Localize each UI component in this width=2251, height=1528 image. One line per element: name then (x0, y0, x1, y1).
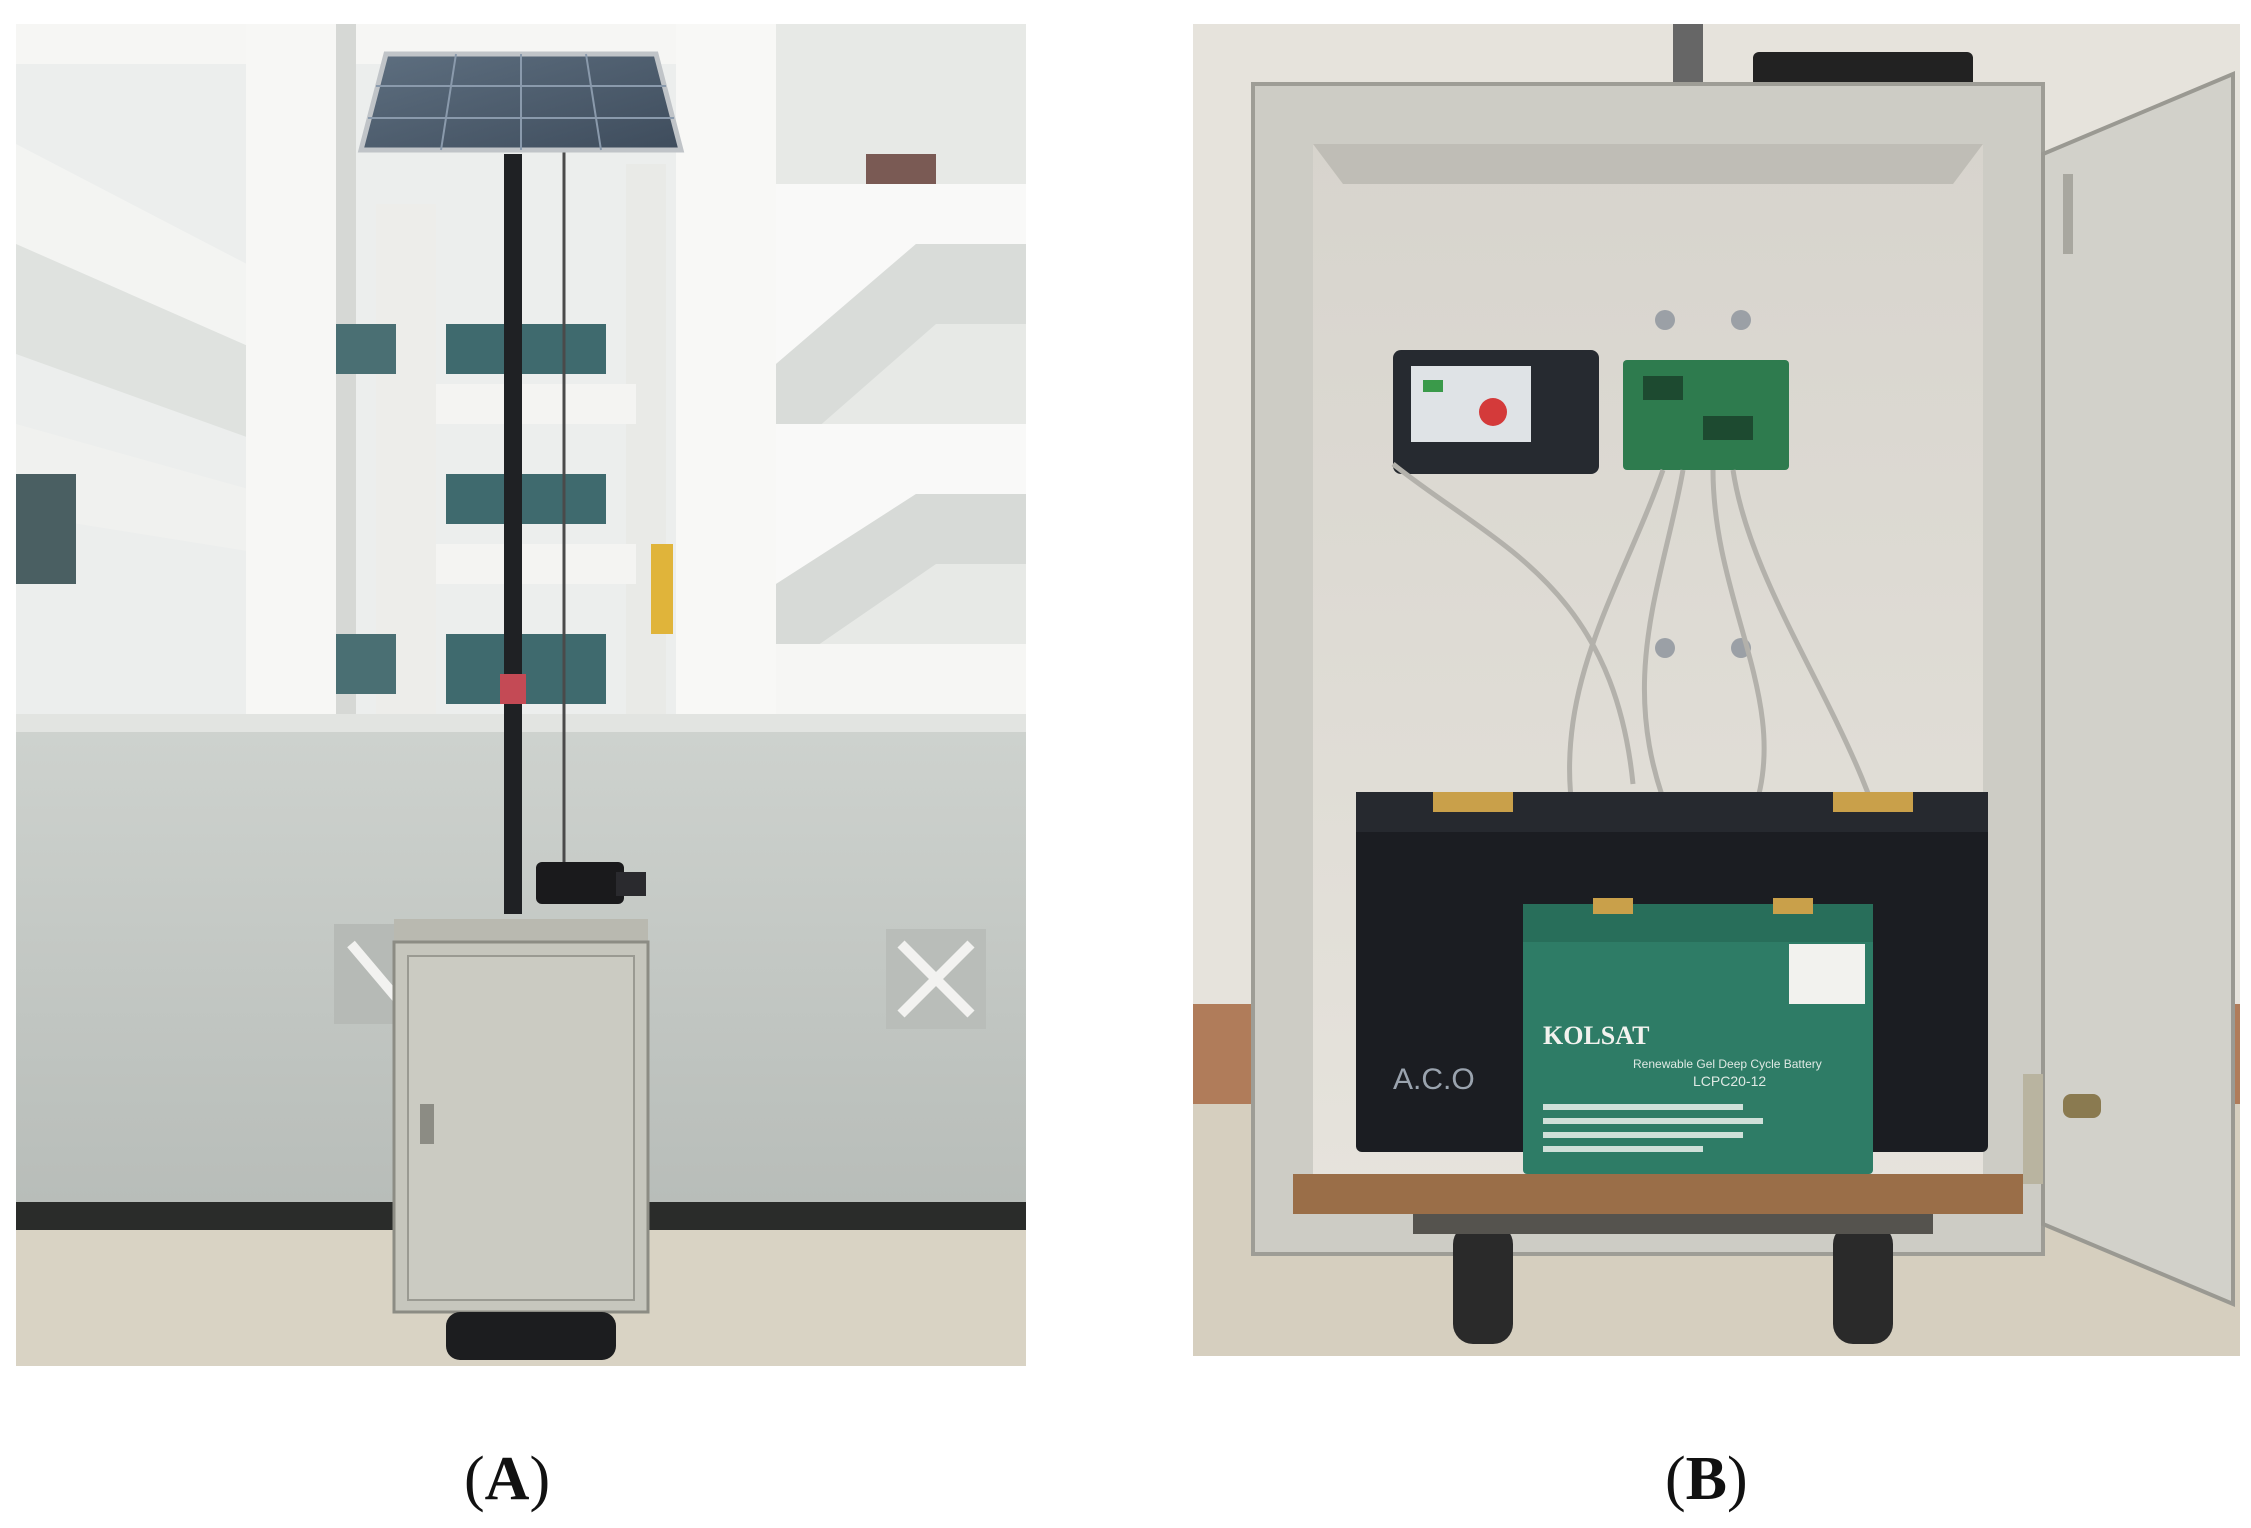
caption-b-label: B (1685, 1445, 1728, 1513)
battery-subtitle: Renewable Gel Deep Cycle Battery (1633, 1057, 1822, 1071)
caption-b-open: ( (1665, 1445, 1686, 1513)
photo-panel-a (16, 24, 1026, 1366)
caption-a: (A) (464, 1448, 550, 1510)
caption-b: (B) (1665, 1448, 1748, 1510)
caption-a-close: ) (529, 1445, 551, 1513)
cabinet-interior-photo: A.C.O KOLSAT Renewable Gel Deep Cycle Ba… (1193, 24, 2240, 1356)
caption-b-close: ) (1727, 1445, 1748, 1513)
back-battery-label: A.C.O (1393, 1063, 1475, 1096)
battery-brand: KOLSAT (1543, 1021, 1649, 1050)
caption-a-label: A (484, 1445, 530, 1513)
battery-model: LCPC20-12 (1693, 1073, 1766, 1089)
photo-panel-b: A.C.O KOLSAT Renewable Gel Deep Cycle Ba… (1193, 24, 2240, 1356)
solar-cart-photo (16, 24, 1026, 1366)
caption-a-open: ( (464, 1445, 485, 1513)
